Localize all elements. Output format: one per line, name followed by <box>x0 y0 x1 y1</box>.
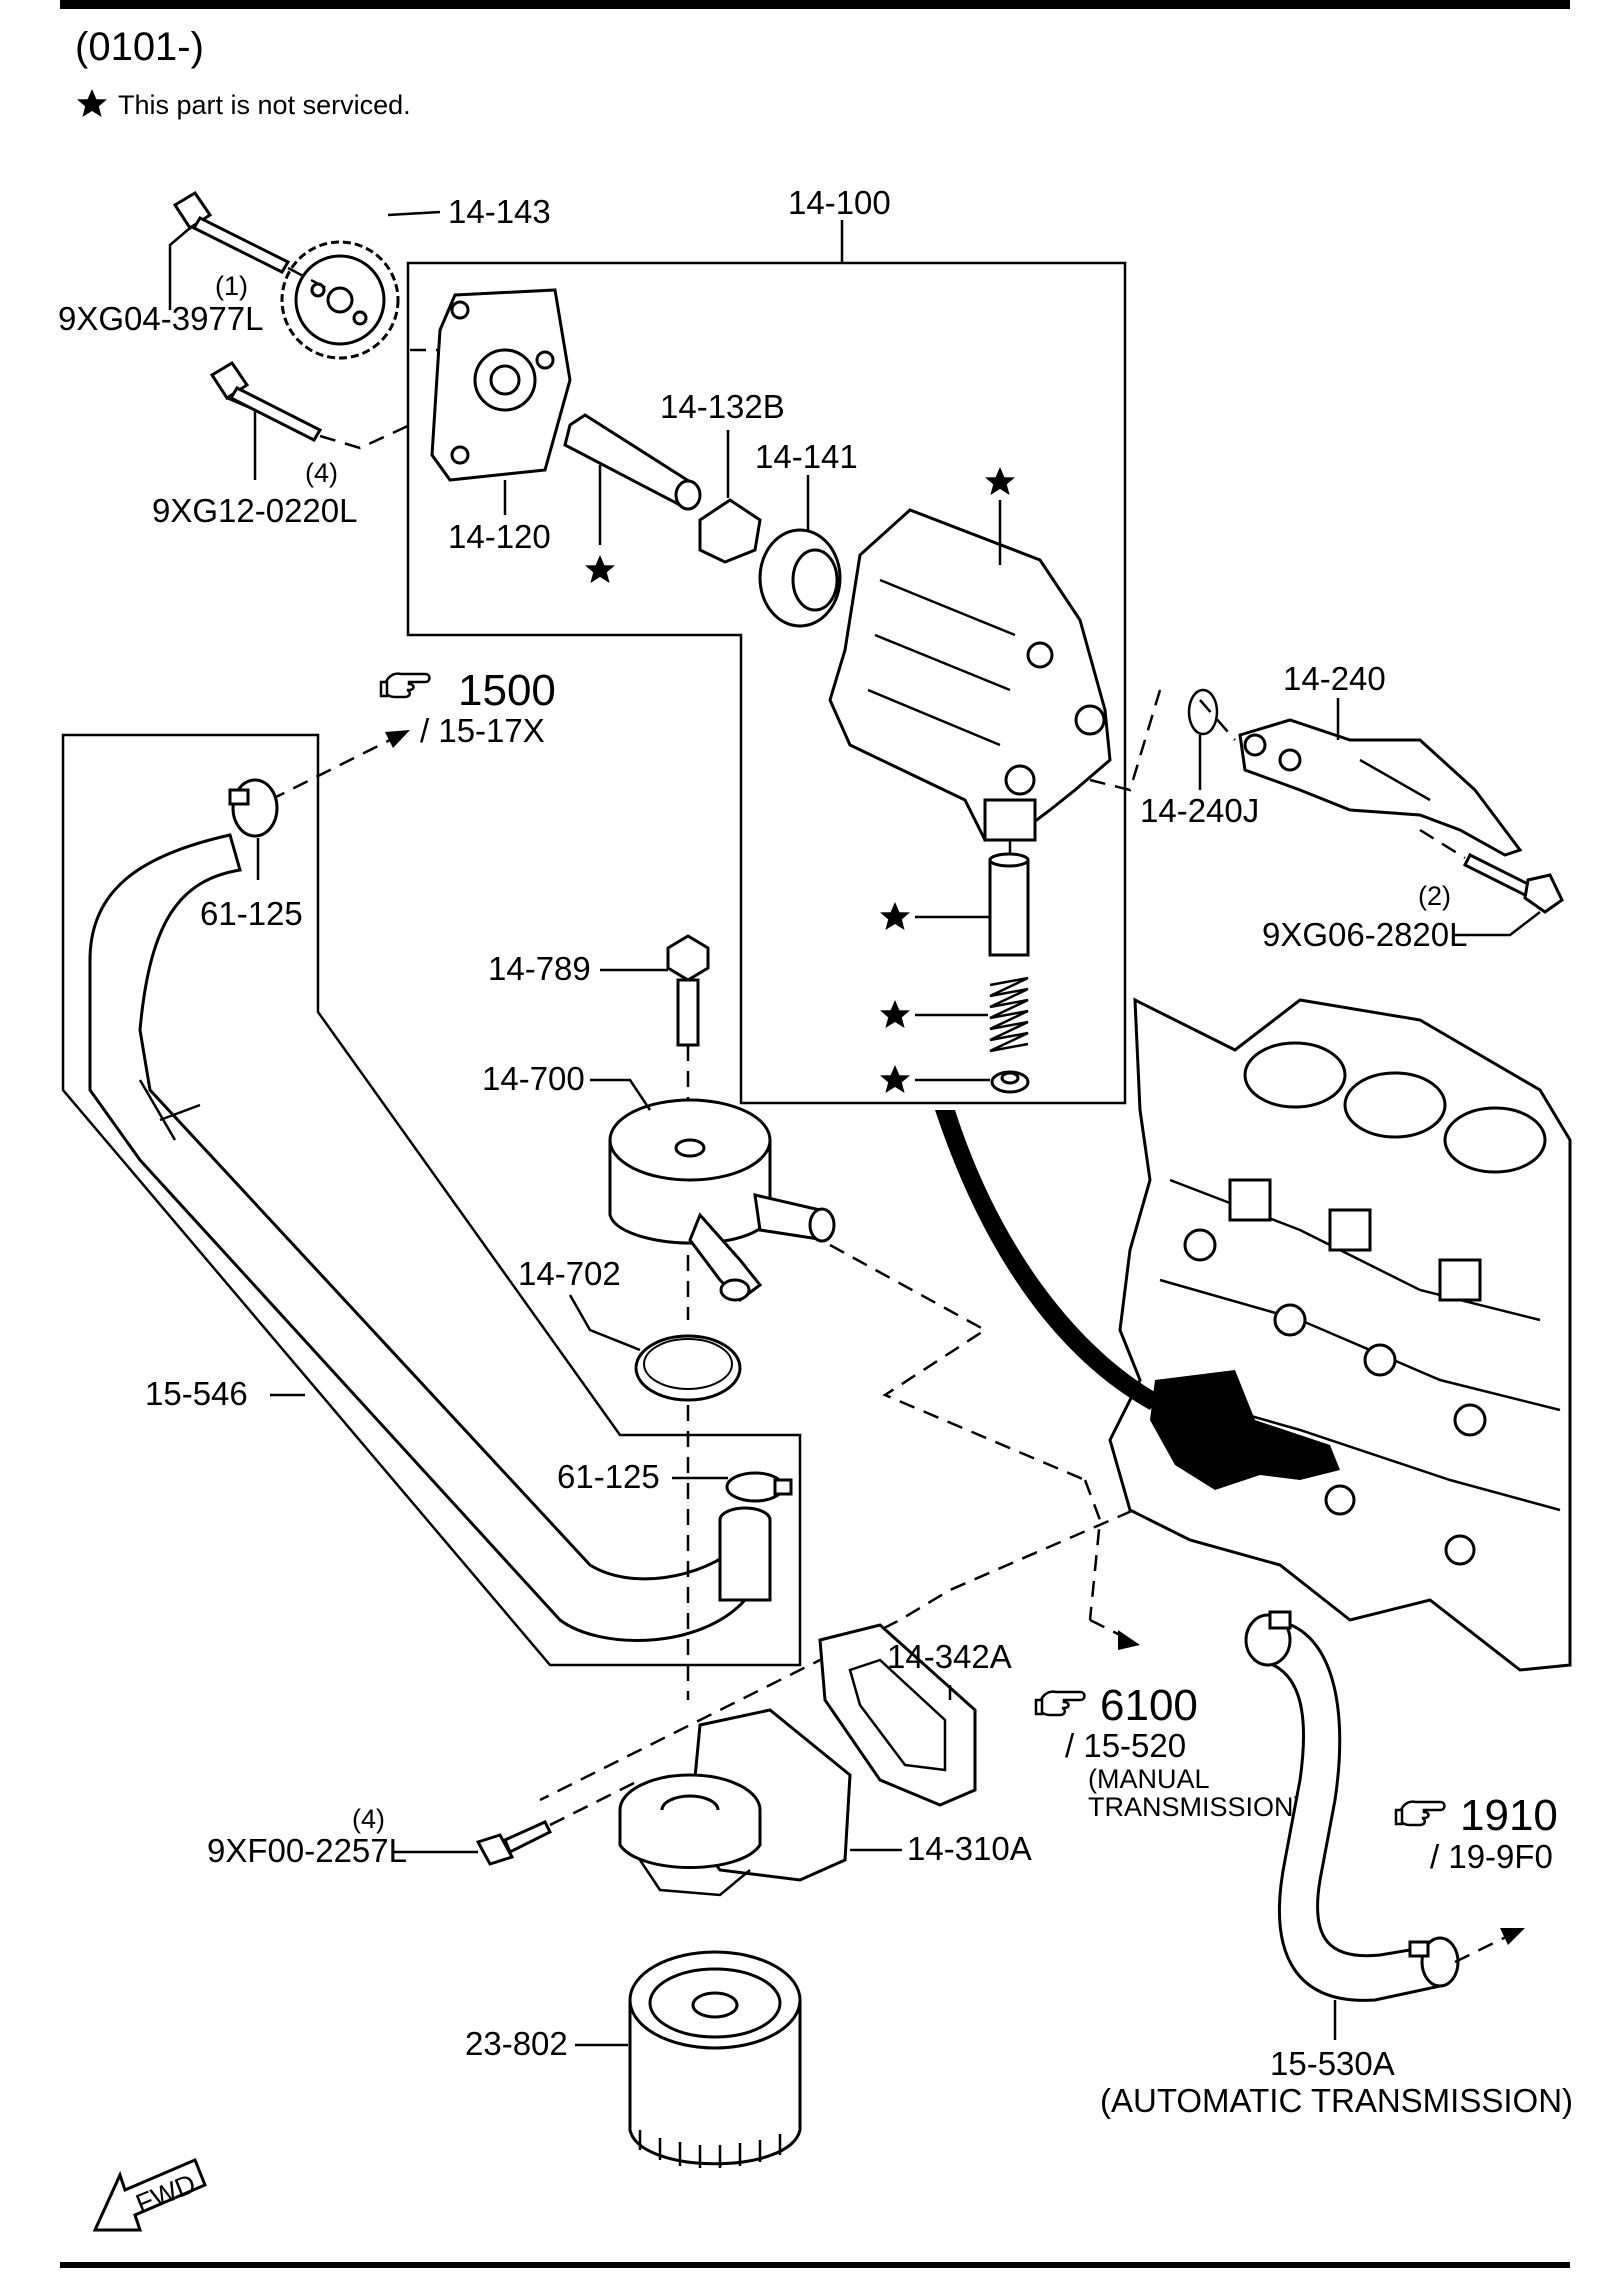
oil-pump-body <box>828 508 1112 842</box>
qty-9xf00: (4) <box>352 1804 385 1834</box>
spring <box>989 976 1029 1053</box>
pump-location-highlight <box>1150 1370 1340 1490</box>
ref-6100-note1: (MANUAL <box>1088 1764 1210 1794</box>
pump-shaft <box>563 413 702 511</box>
label-61-125-top: 61-125 <box>200 895 303 932</box>
pointing-hand-icon <box>379 672 431 699</box>
engine-block <box>1108 997 1572 1672</box>
star-icon <box>585 555 615 583</box>
bolt-9xg06 <box>1462 852 1564 914</box>
qty-9xg12: (4) <box>305 458 338 488</box>
valve-seat <box>990 1070 1030 1094</box>
hose-group-box <box>61 733 802 1667</box>
label-14-702: 14-702 <box>518 1255 621 1292</box>
hose-15-530a <box>1244 1610 1460 2002</box>
label-14-100: 14-100 <box>788 184 891 221</box>
label-14-141: 14-141 <box>755 438 858 475</box>
bottom-rule <box>60 2262 1570 2268</box>
ref-1500-sub: / 15-17X <box>420 712 545 749</box>
bolt-9xg04 <box>172 190 291 274</box>
label-14-120: 14-120 <box>448 518 551 555</box>
qty-9xg04: (1) <box>215 271 248 301</box>
filter-head-14-310a <box>618 1708 852 1897</box>
label-14-700: 14-700 <box>482 1060 585 1097</box>
location-leader <box>935 1110 1160 1410</box>
label-23-802: 23-802 <box>465 2025 568 2062</box>
label-14-310a: 14-310A <box>907 1830 1032 1867</box>
star-note: This part is not serviced. <box>118 90 411 120</box>
label-14-342a: 14-342A <box>887 1638 1012 1675</box>
pointing-hand-icon <box>1034 1690 1086 1717</box>
clamp-61-125-bottom <box>725 1471 793 1503</box>
oil-filter-23-802 <box>628 1950 802 2168</box>
o-ring-14-240j <box>1187 688 1219 736</box>
label-14-132b: 14-132B <box>660 388 785 425</box>
qty-9xg06: (2) <box>1418 881 1451 911</box>
hose-end-fitting <box>718 1506 772 1602</box>
outer-rotor-14-141 <box>758 528 842 628</box>
gasket-14-342a <box>818 1623 977 1807</box>
star-icon <box>985 467 1015 495</box>
oil-cooler-14-700 <box>608 1098 836 1302</box>
ref-1910: 1910 <box>1460 1791 1558 1840</box>
label-15-530a: 15-530A <box>1270 2045 1395 2082</box>
label-9xg04: 9XG04-3977L <box>58 300 264 337</box>
label-15-530a-note: (AUTOMATIC TRANSMISSION) <box>1100 2082 1573 2119</box>
inner-rotor-14-132b <box>698 498 762 564</box>
bolt-14-789 <box>666 934 710 1047</box>
ref-1500: 1500 <box>458 666 556 715</box>
label-9xg06: 9XG06-2820L <box>1262 916 1468 953</box>
bolt-9xf00 <box>475 1820 553 1866</box>
star-icon <box>77 89 107 117</box>
o-ring-14-702 <box>634 1334 742 1402</box>
star-icon <box>880 902 910 930</box>
ref-6100-sub: / 15-520 <box>1065 1727 1186 1764</box>
ref-6100: 6100 <box>1100 1681 1198 1730</box>
clamp-61-125-top <box>228 778 279 838</box>
bolt-9xg12 <box>209 360 323 442</box>
label-9xg12: 9XG12-0220L <box>152 492 358 529</box>
oil-strainer-14-240 <box>1238 718 1523 857</box>
fwd-arrow-icon: FWD <box>92 2158 207 2232</box>
ref-6100-note2: TRANSMISSION) <box>1088 1792 1303 1822</box>
star-icon <box>880 1065 910 1093</box>
date-range: (0101-) <box>75 25 204 69</box>
ref-1910-sub: / 19-9F0 <box>1430 1838 1553 1875</box>
arrow-icon <box>1118 1630 1140 1650</box>
arrow-icon <box>1500 1928 1525 1945</box>
label-9xf00: 9XF00-2257L <box>207 1832 407 1869</box>
arrow-icon <box>385 730 410 748</box>
star-icon <box>880 1000 910 1028</box>
sprocket-14-143 <box>280 240 400 360</box>
oil-pump-group-box <box>406 261 1127 1105</box>
top-rule <box>60 0 1570 9</box>
plunger <box>988 852 1030 957</box>
label-15-546: 15-546 <box>145 1375 248 1412</box>
label-14-240: 14-240 <box>1283 660 1386 697</box>
label-61-125-bottom: 61-125 <box>557 1458 660 1495</box>
label-14-789: 14-789 <box>488 950 591 987</box>
pointing-hand-icon <box>1394 1800 1446 1827</box>
label-14-143: 14-143 <box>448 193 551 230</box>
label-14-240j: 14-240J <box>1140 792 1259 829</box>
